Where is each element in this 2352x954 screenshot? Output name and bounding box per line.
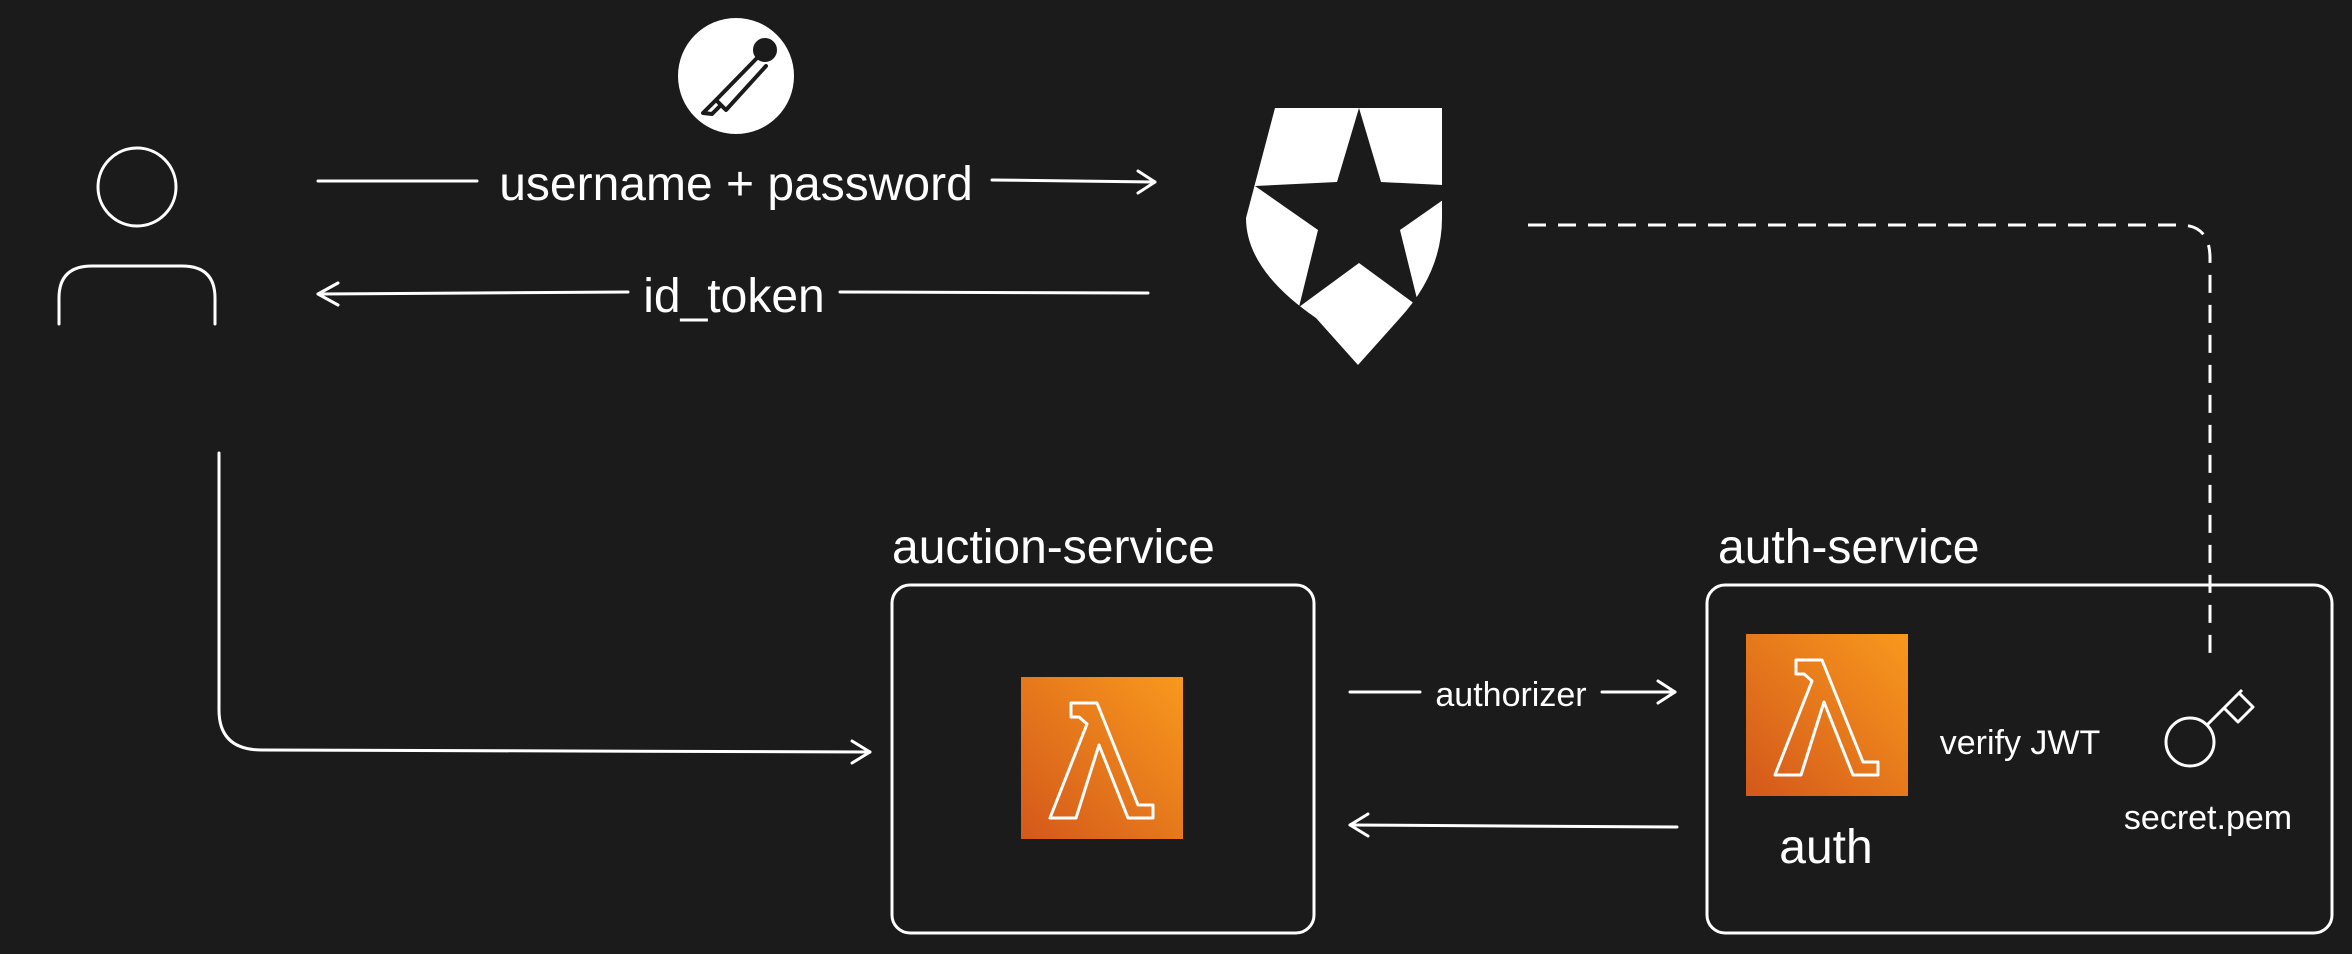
response-arrow <box>1348 812 1679 838</box>
token-arrow <box>316 281 1150 307</box>
auth-service-title: auth-service <box>1718 521 1979 574</box>
auth-function-label: auth <box>1779 821 1872 874</box>
aws-lambda-icon <box>1746 634 1908 796</box>
verify-jwt-label: verify JWT <box>1940 724 2101 762</box>
authorizer-label: authorizer <box>1435 676 1586 714</box>
auth-service-box <box>1705 583 2334 935</box>
authorizer-arrow <box>1348 679 1677 705</box>
auction-service-box <box>890 583 1316 935</box>
postman-icon <box>678 18 794 134</box>
auth0-to-secret-dashed-line <box>1528 223 2212 660</box>
auth0-icon <box>1246 108 1463 365</box>
aws-lambda-icon <box>1021 677 1183 839</box>
auction-service-title: auction-service <box>892 521 1215 574</box>
user-to-auction-arrow <box>217 451 872 765</box>
token-label: id_token <box>643 270 824 323</box>
credentials-label: username + password <box>499 158 973 211</box>
user-icon <box>57 146 217 326</box>
key-icon <box>2164 688 2255 768</box>
secret-pem-label: secret.pem <box>2124 799 2292 837</box>
credentials-arrow <box>316 169 1157 195</box>
